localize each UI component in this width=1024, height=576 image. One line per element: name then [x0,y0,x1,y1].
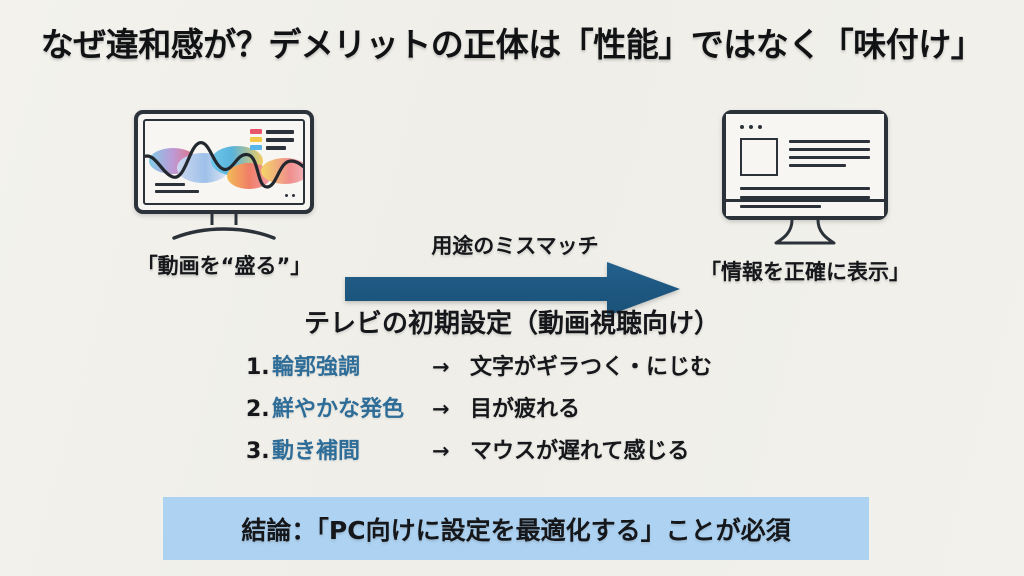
document-top-block [740,138,870,176]
legend-color-chip-yellow [250,137,262,142]
text-line [155,183,185,186]
legend-color-chip-blue [250,145,262,150]
settings-heading: テレビの初期設定（動画視聴向け） [303,309,720,339]
image-placeholder-icon [740,138,778,176]
text-line [155,190,199,193]
item-term: 輪郭強調 [272,355,361,380]
item-effect: マウスが遅れて感じる [470,439,690,464]
text-line [789,156,870,159]
legend-bar [266,145,286,150]
item-arrow-icon: → [432,439,450,463]
item-term: 動き補間 [272,439,361,464]
tv-screen [143,119,305,205]
legend-color-chip-red [250,129,262,134]
waveform-chart-icon [145,141,303,189]
indicator-dot [285,194,288,197]
text-line [740,196,870,199]
item-arrow-icon: → [432,397,450,421]
item-number: 2. [246,397,270,422]
right-device-monitor: 「情報を正確に表示」 [700,110,910,284]
tv-caption-lines [155,183,199,193]
arrow-label: 用途のミスマッチ [431,234,599,258]
item-term: 鮮やかな発色 [272,397,405,422]
mismatch-diagram: 「動画を“盛る”」 用途のミスマッチ [0,104,1024,316]
item-number: 1. [246,355,270,380]
monitor-bezel [726,199,884,216]
text-line [740,187,870,190]
tv-stand-icon [172,214,276,240]
legend-bar [266,137,294,142]
mismatch-arrow-icon [345,259,685,319]
legend-row [250,129,294,134]
item-effect: 目が疲れる [470,397,581,422]
text-line [789,140,870,143]
right-device-caption: 「情報を正確に表示」 [700,260,910,284]
document-bottom-block [740,187,870,208]
tv-indicator-dots [285,194,295,197]
item-number: 3. [246,439,270,464]
page-title: なぜ違和感が？デメリットの正体は「性能」ではなく「味付け」 [40,25,984,64]
text-line [789,148,870,151]
window-dot [758,125,762,129]
left-device-tv: 「動画を“盛る”」 [134,110,314,278]
left-device-caption: 「動画を“盛る”」 [136,254,312,278]
monitor-frame [722,110,888,220]
window-dot [740,125,744,129]
monitor-screen [726,114,884,216]
tv-chart-legend [250,129,294,150]
conclusion-banner: 結論：「PC向けに設定を最適化する」ことが必須 [163,497,869,560]
text-line [789,164,846,167]
document-layout [740,138,870,208]
legend-bar [266,129,294,134]
legend-row [250,137,294,142]
settings-list-item: 2. 鮮やかな発色 → 目が疲れる [246,391,866,433]
settings-list-item: 1. 輪郭強調 → 文字がギラつく・にじむ [246,349,866,391]
document-text-lines [789,138,870,176]
legend-row [250,145,294,150]
window-dot [749,125,753,129]
tv-frame [134,110,314,214]
monitor-stand-icon [774,220,836,245]
item-effect: 文字がギラつく・にじむ [470,355,713,380]
window-dots [740,125,762,129]
text-line [740,205,821,208]
indicator-dot [292,194,295,197]
item-arrow-icon: → [432,355,450,379]
settings-list: 1. 輪郭強調 → 文字がギラつく・にじむ 2. 鮮やかな発色 → 目が疲れる … [246,349,866,475]
conclusion-text: 結論：「PC向けに設定を最適化する」ことが必須 [241,515,791,545]
settings-list-item: 3. 動き補間 → マウスが遅れて感じる [246,433,866,475]
